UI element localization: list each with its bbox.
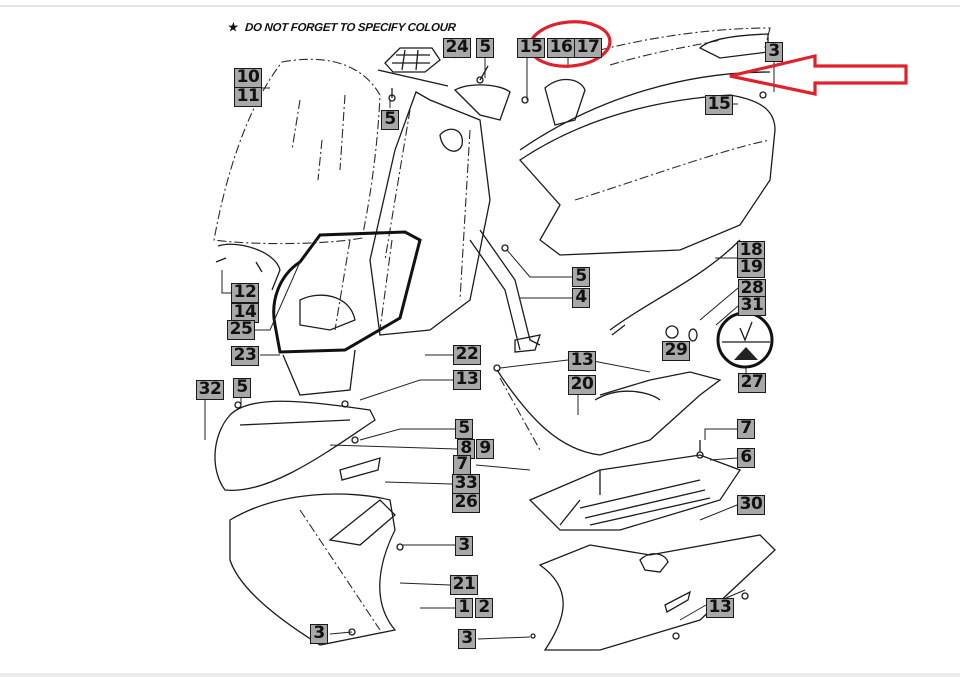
side-panel-part xyxy=(519,94,776,336)
part-label-6: 6 xyxy=(737,448,755,468)
part-label-29: 29 xyxy=(662,341,690,361)
rear-lower-body-part xyxy=(538,534,776,651)
grab-handle-part xyxy=(215,243,281,291)
part-label-13: 13 xyxy=(706,598,734,618)
part-label-5: 5 xyxy=(455,419,473,439)
part-label-32: 32 xyxy=(196,380,224,400)
part-label-3: 3 xyxy=(310,624,328,644)
part-label-7: 7 xyxy=(453,455,471,475)
part-label-3: 3 xyxy=(455,536,473,556)
part-label-33: 33 xyxy=(452,474,480,494)
part-label-17: 17 xyxy=(574,38,602,58)
part-label-1: 1 xyxy=(455,598,473,618)
part-label-13: 13 xyxy=(568,351,596,371)
part-label-10: 10 xyxy=(234,68,262,88)
part-label-5: 5 xyxy=(476,38,494,58)
floor-panel-part xyxy=(496,369,722,456)
part-label-19: 19 xyxy=(737,258,765,278)
part-label-24: 24 xyxy=(443,38,471,58)
center-tunnel-part xyxy=(469,229,541,353)
glovebox-part xyxy=(272,230,422,396)
top-border xyxy=(0,5,960,7)
part-label-21: 21 xyxy=(450,575,478,595)
leader-lines xyxy=(204,47,775,640)
screws xyxy=(234,65,767,640)
part-label-26: 26 xyxy=(452,493,480,513)
part-label-12: 12 xyxy=(231,283,259,303)
part-label-7: 7 xyxy=(737,419,755,439)
leg-shield-part xyxy=(369,84,511,336)
red-pointer-arrow xyxy=(729,53,908,96)
part-label-18: 18 xyxy=(737,241,765,261)
part-label-11: 11 xyxy=(234,87,262,107)
front-shield-part xyxy=(214,400,381,491)
part-label-5: 5 xyxy=(381,110,399,130)
bottom-border xyxy=(0,673,960,677)
part-label-15: 15 xyxy=(517,38,545,58)
part-label-5: 5 xyxy=(233,378,251,398)
front-fender-part xyxy=(229,493,397,646)
part-label-20: 20 xyxy=(568,375,596,395)
part-label-31: 31 xyxy=(738,296,766,316)
part-label-3: 3 xyxy=(765,42,783,62)
part-label-14: 14 xyxy=(231,303,259,323)
part-label-8: 8 xyxy=(457,439,475,459)
part-label-4: 4 xyxy=(572,288,590,308)
part-label-22: 22 xyxy=(453,345,481,365)
part-label-27: 27 xyxy=(738,373,766,393)
part-label-23: 23 xyxy=(231,346,259,366)
rear-rack-part xyxy=(377,47,449,87)
part-label-9: 9 xyxy=(476,439,494,459)
windshield-part xyxy=(213,58,381,245)
part-label-3: 3 xyxy=(458,629,476,649)
part-label-13: 13 xyxy=(453,370,481,390)
part-label-30: 30 xyxy=(737,495,765,515)
part-label-5: 5 xyxy=(572,267,590,287)
part-label-15: 15 xyxy=(705,95,733,115)
part-label-2: 2 xyxy=(475,598,493,618)
part-label-25: 25 xyxy=(227,320,255,340)
part-label-16: 16 xyxy=(547,38,575,58)
running-board-part xyxy=(528,454,741,531)
